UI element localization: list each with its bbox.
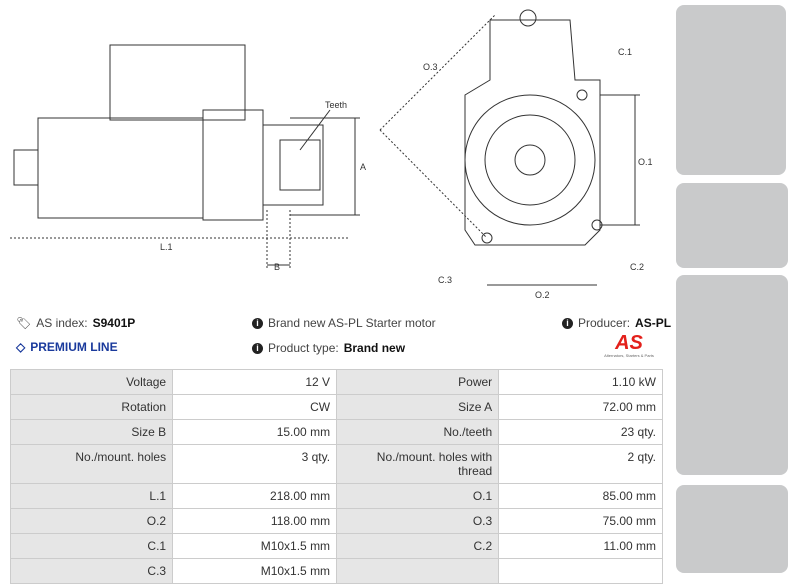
spec-label: No./mount. holes: [9, 444, 174, 484]
spec-value: 23 qty.: [498, 419, 663, 445]
spec-value: 1.10 kW: [498, 369, 663, 395]
spec-label: L.1: [9, 483, 174, 509]
label-o1: O.1: [638, 157, 653, 167]
spec-label: Size A: [336, 394, 500, 420]
spec-value: CW: [172, 394, 338, 420]
label-c1: C.1: [618, 47, 632, 57]
label-o3: O.3: [423, 62, 438, 72]
spec-label: No./teeth: [336, 419, 500, 445]
spec-value: M10x1.5 mm: [172, 558, 338, 584]
spec-label: No./mount. holes with thread: [336, 444, 500, 484]
spec-label: C.2: [336, 533, 500, 559]
spec-value: 3 qty.: [172, 444, 338, 484]
spec-label: O.2: [9, 508, 174, 534]
spec-label: [336, 558, 500, 584]
label-teeth: Teeth: [325, 100, 347, 110]
info-icon: i: [252, 317, 263, 329]
spec-value: 218.00 mm: [172, 483, 338, 509]
product-photo-side[interactable]: [676, 183, 788, 268]
side-view-drawing: [10, 44, 360, 270]
producer: i Producer:AS-PL: [562, 316, 671, 330]
as-index: 🏷 AS index:S9401P: [16, 316, 136, 330]
spec-value: 118.00 mm: [172, 508, 338, 534]
spec-label: Power: [336, 369, 500, 395]
spec-value: [498, 558, 663, 584]
as-pl-logo: AS Alternators, Starters & Parts: [604, 332, 654, 358]
spec-value: 72.00 mm: [498, 394, 663, 420]
info-icon: i: [562, 317, 573, 329]
spec-label: Voltage: [9, 369, 174, 395]
product-photo-front[interactable]: [676, 5, 786, 175]
spec-value: 2 qty.: [498, 444, 663, 484]
spec-label: O.3: [336, 508, 500, 534]
spec-value: 11.00 mm: [498, 533, 663, 559]
technical-drawing: Teeth A B L.1 O.1 O.2 O.3 C.1 C.2 C.3: [10, 9, 653, 300]
label-b: B: [274, 262, 280, 272]
spec-value: 85.00 mm: [498, 483, 663, 509]
label-c2: C.2: [630, 262, 644, 272]
spec-label: Rotation: [9, 394, 174, 420]
spec-value: 12 V: [172, 369, 338, 395]
diamond-icon: ◇: [16, 340, 26, 354]
product-photo-angle[interactable]: [676, 485, 788, 573]
spec-label: Size B: [9, 419, 174, 445]
spec-label: C.3: [9, 558, 174, 584]
premium-line[interactable]: ◇ PREMIUM LINE: [16, 340, 118, 354]
spec-label: C.1: [9, 533, 174, 559]
label-c3: C.3: [438, 275, 452, 285]
spec-value: 75.00 mm: [498, 508, 663, 534]
label-a: A: [360, 162, 366, 172]
label-o2: O.2: [535, 290, 550, 300]
product-type: i Product type:Brand new: [252, 341, 405, 355]
front-view-drawing: [379, 9, 640, 286]
spec-value: M10x1.5 mm: [172, 533, 338, 559]
spec-label: O.1: [336, 483, 500, 509]
spec-value: 15.00 mm: [172, 419, 338, 445]
product-photo-rear[interactable]: [676, 275, 788, 475]
label-l1: L.1: [160, 242, 173, 252]
info-icon: i: [252, 342, 263, 354]
tag-icon: 🏷: [16, 316, 32, 330]
description: i Brand new AS-PL Starter motor: [252, 316, 436, 330]
